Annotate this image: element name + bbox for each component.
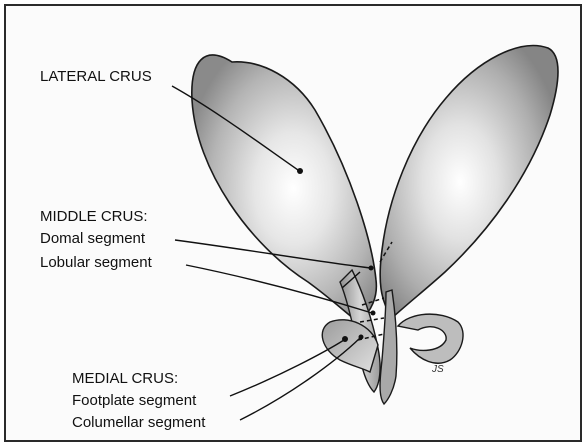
artist-initials: JS (432, 364, 444, 375)
dot-lobular-segment (371, 311, 376, 316)
dot-lateral-crus (297, 168, 303, 174)
label-lateral-crus: LATERAL CRUS (40, 68, 152, 86)
right-medial-crus (380, 290, 397, 404)
dot-footplate-segment (342, 336, 348, 342)
label-lobular-segment: Lobular segment (40, 254, 152, 272)
label-columellar-segment: Columellar segment (72, 414, 205, 432)
label-middle-crus-heading: MIDDLE CRUS: (40, 208, 148, 226)
right-lateral-crus (380, 46, 558, 318)
label-medial-crus-heading: MEDIAL CRUS: (72, 370, 178, 388)
dot-columellar-segment (359, 335, 364, 340)
right-footplate (398, 314, 463, 363)
label-footplate-segment: Footplate segment (72, 392, 196, 410)
label-domal-segment: Domal segment (40, 230, 145, 248)
dot-domal-segment (369, 266, 374, 271)
